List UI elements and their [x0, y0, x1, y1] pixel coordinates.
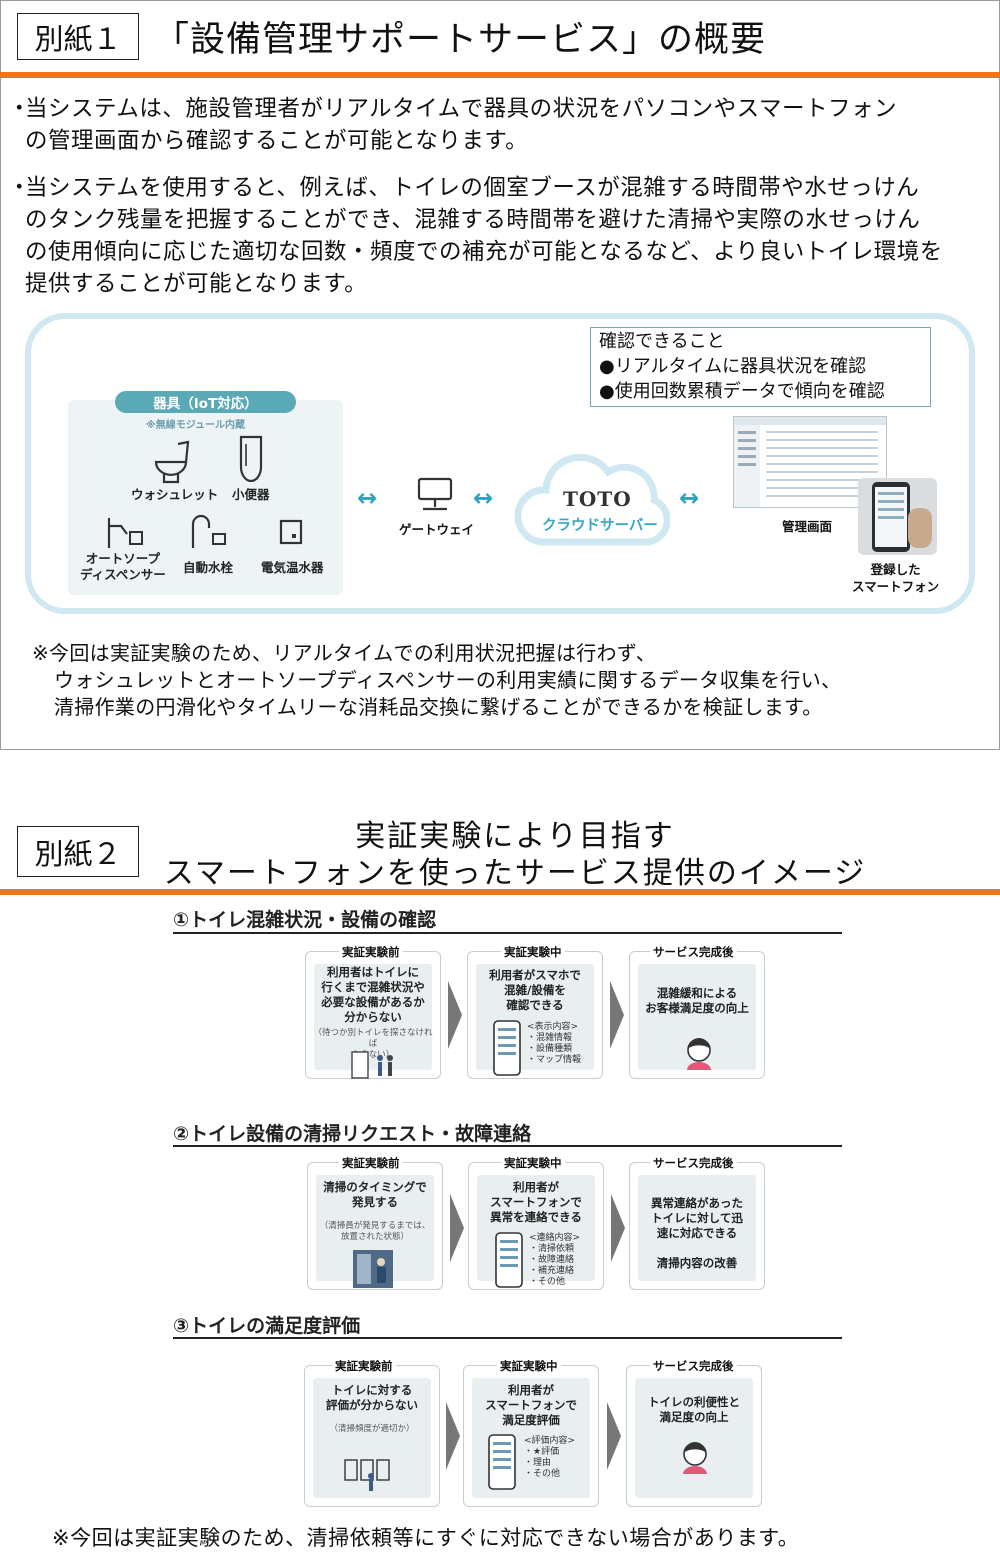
happy-person-icon: [683, 1442, 707, 1474]
step-heading: サービス完成後: [650, 1358, 737, 1374]
section-title: ②トイレ設備の清掃リクエスト・故障連絡: [173, 1123, 532, 1145]
toilet-icon: [154, 440, 190, 484]
attachment-2-title: 実証実験により目指す スマートフォンを使ったサービス提供のイメージ: [163, 819, 867, 891]
step-card-before: [307, 1162, 443, 1290]
faucet-icon: [191, 514, 226, 548]
chevron-right-icon: [448, 981, 462, 1049]
attachment-1-tag: 別紙１: [17, 13, 139, 60]
note-line: 清掃作業の円滑化やタイムリーな消耗品交換に繋げることができるかを検証します。: [54, 695, 823, 719]
step-heading: 実証実験中: [501, 1155, 565, 1171]
step-card-after: [626, 1365, 762, 1507]
water-heater-icon: [279, 519, 303, 545]
cloud-server-label: クラウドサーバー: [542, 518, 658, 534]
step-text: 清掃のタイミングで 発見する: [323, 1180, 427, 1209]
step-heading: 実証実験前: [339, 944, 403, 960]
people-door-icon: [351, 1051, 393, 1079]
smartphone-icon: [493, 1020, 521, 1076]
device-note: ※無線モジュール内蔵: [146, 420, 246, 431]
bullet-dot: ・: [8, 175, 32, 201]
double-arrow-icon: ↔: [679, 484, 700, 512]
gateway-icon: [417, 477, 453, 511]
step-text: トイレの利便性と 満足度の向上: [648, 1395, 740, 1424]
smartphone-label: 登録した スマートフォン: [852, 562, 940, 594]
double-arrow-icon: ↔: [473, 484, 494, 512]
attachment-1-title: 「設備管理サポートサービス」の概要: [154, 20, 767, 60]
toto-logo: TOTO: [563, 487, 632, 511]
soap-dispenser-icon: [107, 518, 143, 548]
bullet-text: 当システムは、施設管理者がリアルタイムで器具の状況をパソコンやスマートフォン の…: [25, 96, 897, 154]
device-label: 電気温水器: [261, 560, 324, 575]
step-text: 利用者がスマホで 混雑/設備を 確認できる: [489, 968, 581, 1012]
urinal-icon: [239, 435, 263, 483]
step-text: トイレに対する 評価が分からない: [326, 1383, 418, 1412]
gateway-label: ゲートウェイ: [399, 522, 475, 537]
step-subtext: （清掃員が発見するまでは、 放置された状態）: [319, 1221, 431, 1242]
section-title: ①トイレ混雑状況・設備の確認: [173, 909, 437, 931]
confirm-box: 確認できること ●リアルタイムに器具状況を確認 ●使用回数累積データで傾向を確認: [590, 327, 931, 407]
device-label: オートソープ ディスペンサー: [80, 551, 166, 582]
chevron-right-icon: [607, 1402, 621, 1470]
confirm-title: 確認できること: [599, 331, 725, 352]
device-label: ウォシュレット: [131, 487, 219, 502]
step-heading: 実証実験前: [332, 1358, 396, 1374]
step-heading: 実証実験中: [497, 1358, 561, 1374]
step-text: 利用者が スマートフォンで 満足度評価: [485, 1383, 577, 1427]
device-label: 小便器: [232, 487, 270, 502]
step-text: 利用者はトイレに 行くまで混雑状況や 必要な設備があるか 分からない: [321, 965, 425, 1024]
smartphone-icon: [495, 1232, 523, 1288]
happy-person-icon: [687, 1038, 711, 1070]
attachment-2-tag: 別紙２: [17, 826, 139, 877]
bullet-text: 当システムを使用すると、例えば、トイレの個室ブースが混雑する時間帯や水せっけん …: [25, 175, 943, 297]
step-card-during: [467, 951, 603, 1079]
attachment-2-note: ※今回は実証実験のため、清掃依頼等にすぐに対応できない場合があります。: [52, 1526, 800, 1550]
admin-screen-image: [733, 416, 887, 508]
step-text: 混雑緩和による お客様満足度の向上: [645, 986, 749, 1015]
confirm-item: ●リアルタイムに器具状況を確認: [599, 356, 867, 377]
note-line: ウォシュレットとオートソープディスペンサーの利用実績に関するデータ収集を行い、: [54, 668, 842, 692]
step-subtext: （待つか別トイレを探さなければ ならない）: [313, 1028, 433, 1060]
smartphone-image: [858, 478, 937, 555]
step-subtext: （清掃頻度が適切か）: [329, 1424, 415, 1434]
orange-divider: [0, 889, 1000, 895]
double-arrow-icon: ↔: [357, 484, 378, 512]
admin-screen-label: 管理画面: [782, 519, 833, 534]
step-heading: 実証実験前: [339, 1155, 403, 1171]
section-title: ③トイレの満足度評価: [173, 1315, 361, 1337]
device-panel: [68, 400, 343, 595]
step-text: 利用者が スマートフォンで 異常を連絡できる: [490, 1180, 582, 1224]
chevron-right-icon: [610, 981, 624, 1049]
step-card-after: [629, 1162, 765, 1290]
step-card-before: [305, 951, 441, 1079]
orange-divider: [0, 72, 1000, 78]
step-list: <連絡内容> ・清掃依頼 ・故障連絡 ・補充連絡 ・その他: [529, 1233, 581, 1287]
step-heading: サービス完成後: [650, 944, 737, 960]
step-list: <評価内容> ・★評価 ・理由 ・その他: [524, 1436, 576, 1479]
section-underline: [173, 1337, 842, 1339]
device-title: 器具（IoT対応）: [115, 391, 296, 413]
toilet-stalls-icon: [344, 1459, 390, 1491]
note-line: ※今回は実証実験のため、リアルタイムでの利用状況把握は行わず、: [32, 641, 657, 665]
step-text: 異常連絡があった トイレに対して迅 速に対応できる 清掃内容の改善: [651, 1196, 743, 1270]
chevron-right-icon: [450, 1194, 464, 1262]
section-underline: [173, 1145, 842, 1147]
bullet-dot: ・: [8, 96, 32, 122]
step-list: <表示内容> ・混雑情報 ・設備種類 ・マップ情報: [527, 1022, 582, 1065]
attachment-1-note: ※今回は実証実験のため、リアルタイムでの利用状況把握は行わず、 ウォシュレットと…: [32, 640, 841, 721]
section-underline: [173, 932, 842, 934]
chevron-right-icon: [446, 1402, 460, 1470]
chevron-right-icon: [611, 1194, 625, 1262]
smartphone-icon: [488, 1434, 516, 1490]
cleaning-staff-icon: [353, 1250, 393, 1288]
bullet-item: ・ 当システムは、施設管理者がリアルタイムで器具の状況をパソコンやスマートフォン…: [8, 93, 998, 157]
step-heading: 実証実験中: [501, 944, 565, 960]
cloud-icon: [514, 453, 670, 546]
bullet-item: ・ 当システムを使用すると、例えば、トイレの個室ブースが混雑する時間帯や水せっけ…: [8, 172, 998, 300]
step-heading: サービス完成後: [650, 1155, 737, 1171]
device-label: 自動水栓: [183, 560, 234, 575]
confirm-item: ●使用回数累積データで傾向を確認: [599, 381, 885, 402]
